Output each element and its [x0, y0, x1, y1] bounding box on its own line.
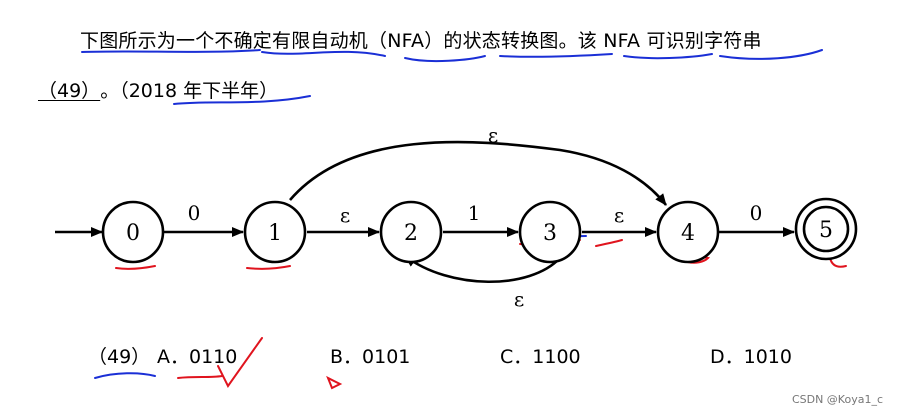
edge-label-1-4: ε [488, 123, 498, 147]
state-5-accept-inner [802, 205, 850, 253]
state-1 [243, 200, 307, 264]
edge-label-3-2: ε [514, 287, 524, 311]
edge-label-3-4: ε [614, 203, 624, 227]
state-label-1: 1 [268, 221, 282, 246]
question-line-1: 下图所示为一个不确定有限自动机（NFA）的状态转换图。该 NFA 可识别字符串 [80, 26, 762, 53]
question-line-2: （49）。（2018 年下半年） [38, 76, 278, 103]
state-label-2: 2 [404, 221, 418, 246]
edge-label-2-3: 1 [468, 201, 481, 225]
state-4 [656, 200, 720, 264]
option-a[interactable]: A．0110 [157, 346, 238, 368]
states [101, 197, 858, 264]
state-label-5: 5 [819, 218, 833, 243]
state-label-4: 4 [681, 221, 695, 246]
state-label-3: 3 [543, 221, 557, 246]
edges [55, 140, 795, 284]
state-2 [379, 200, 443, 264]
option-c[interactable]: C．1100 [500, 346, 581, 368]
edge-3-2 [404, 254, 561, 284]
question-text: 下图所示为一个不确定有限自动机（NFA）的状态转换图。该 NFA 可识别字符串 [80, 30, 762, 52]
option-d[interactable]: D．1010 [710, 346, 792, 368]
answer-blank: （49） [38, 80, 101, 102]
edge-1-4 [289, 140, 668, 206]
question-source: 。（2018 年下半年） [100, 80, 279, 102]
edge-label-1-2: ε [340, 203, 350, 227]
option-number: （49） [88, 346, 151, 368]
state-3 [518, 200, 582, 264]
edge-label-4-5: 0 [750, 201, 763, 225]
option-b[interactable]: B．0101 [330, 346, 411, 368]
state-label-0: 0 [126, 221, 140, 246]
watermark: CSDN @Koya1_c [791, 393, 883, 406]
edge-label-0-1: 0 [188, 201, 201, 225]
state-0 [101, 200, 165, 264]
